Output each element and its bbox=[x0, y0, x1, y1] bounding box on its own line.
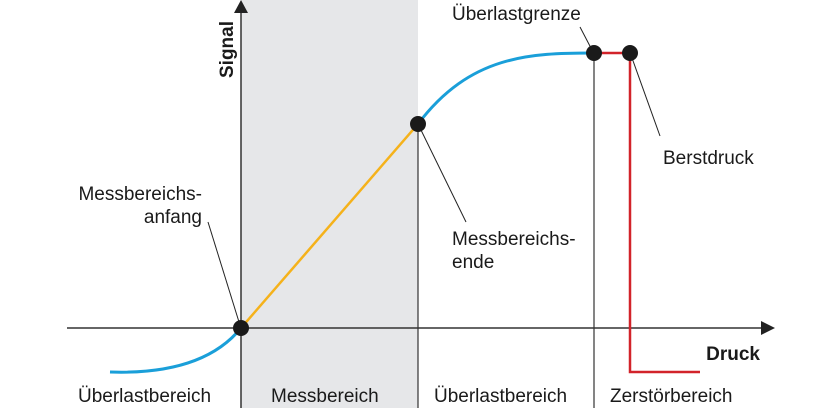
underload-curve bbox=[109, 327, 243, 374]
range-end-point bbox=[410, 116, 426, 132]
range-start-label-line1: Messbereichs- bbox=[78, 184, 202, 205]
range-start-leader bbox=[207, 221, 240, 323]
burst-point bbox=[622, 45, 638, 61]
overload-limit-point bbox=[586, 45, 602, 61]
region-underload-label: Überlastbereich bbox=[78, 386, 211, 407]
y-axis-arrow-icon bbox=[234, 0, 248, 13]
range-end-leader bbox=[419, 127, 467, 223]
range-end-label-line1: Messbereichs- bbox=[452, 229, 576, 250]
overload-curve bbox=[416, 51, 595, 125]
range-end-label-line2: ende bbox=[452, 252, 494, 273]
x-axis-label: Druck bbox=[706, 344, 760, 365]
destruction-line bbox=[594, 51, 700, 374]
overload-limit-label: Überlastgrenze bbox=[452, 4, 581, 25]
region-overload-label: Überlastbereich bbox=[434, 386, 567, 407]
burst-label: Berstdruck bbox=[663, 148, 754, 169]
range-start-point bbox=[233, 320, 249, 336]
linear-range-line bbox=[240, 123, 419, 329]
y-axis-label: Signal bbox=[217, 21, 238, 78]
x-axis-arrow-icon bbox=[761, 321, 775, 335]
measuring-range-shade bbox=[241, 0, 418, 408]
region-destruction-label: Zerstörbereich bbox=[610, 386, 733, 407]
burst-leader bbox=[631, 57, 661, 137]
range-start-label-line2: anfang bbox=[144, 207, 202, 228]
region-measuring-label: Messbereich bbox=[271, 386, 379, 407]
